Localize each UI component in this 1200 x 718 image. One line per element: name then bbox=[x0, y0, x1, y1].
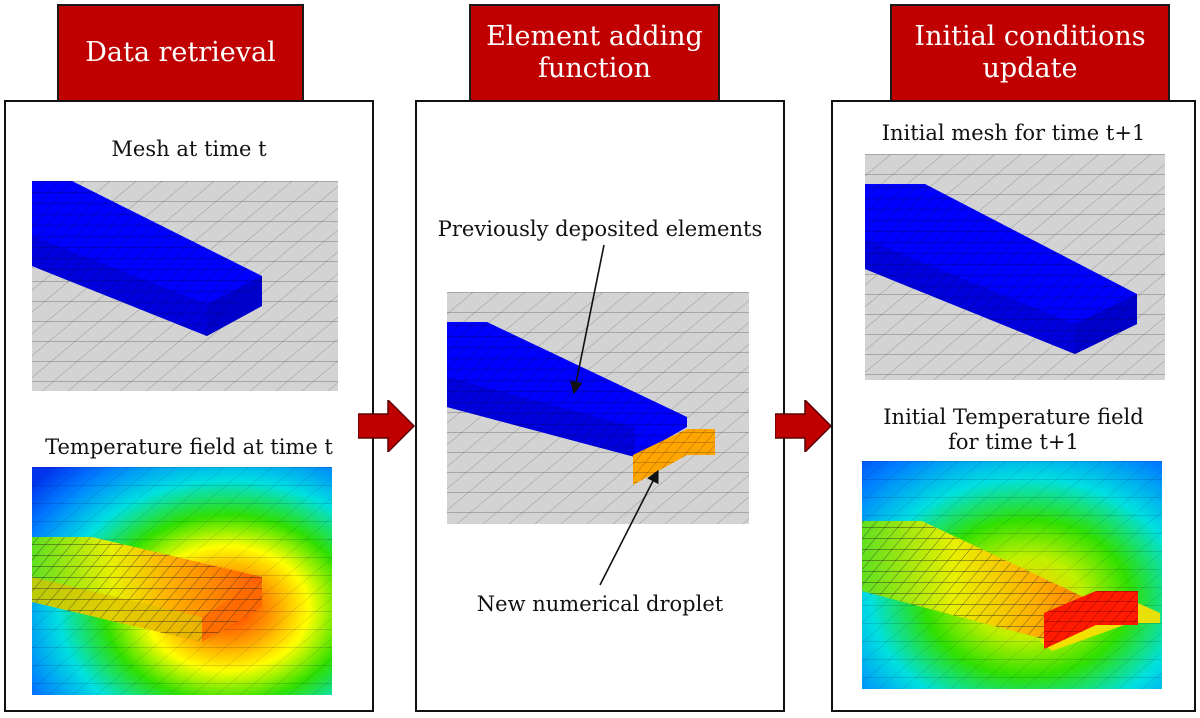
initial-temperature-field-label: Initial Temperature field for time t+1 bbox=[883, 405, 1144, 455]
previously-deposited-elements-label: Previously deposited elements bbox=[437, 217, 763, 241]
mesh-at-time-t-label: Mesh at time t bbox=[111, 137, 267, 161]
new-numerical-droplet-label: New numerical droplet bbox=[476, 592, 724, 616]
step3-header: Initial conditions update bbox=[890, 4, 1170, 102]
initial-mesh-image bbox=[865, 154, 1165, 380]
process-arrow-2 bbox=[775, 400, 833, 452]
step2-header: Element adding function bbox=[469, 4, 720, 102]
initial-mesh-label: Initial mesh for time t+1 bbox=[881, 121, 1146, 145]
initial-temperature-field-image bbox=[862, 461, 1162, 689]
element-adding-mesh-image bbox=[447, 292, 749, 524]
temperature-field-time-t-label: Temperature field at time t bbox=[45, 435, 333, 459]
process-arrow-1 bbox=[358, 400, 416, 452]
mesh-image-time-t bbox=[32, 181, 338, 391]
temperature-field-image-time-t bbox=[32, 467, 332, 695]
step1-header: Data retrieval bbox=[57, 4, 304, 102]
